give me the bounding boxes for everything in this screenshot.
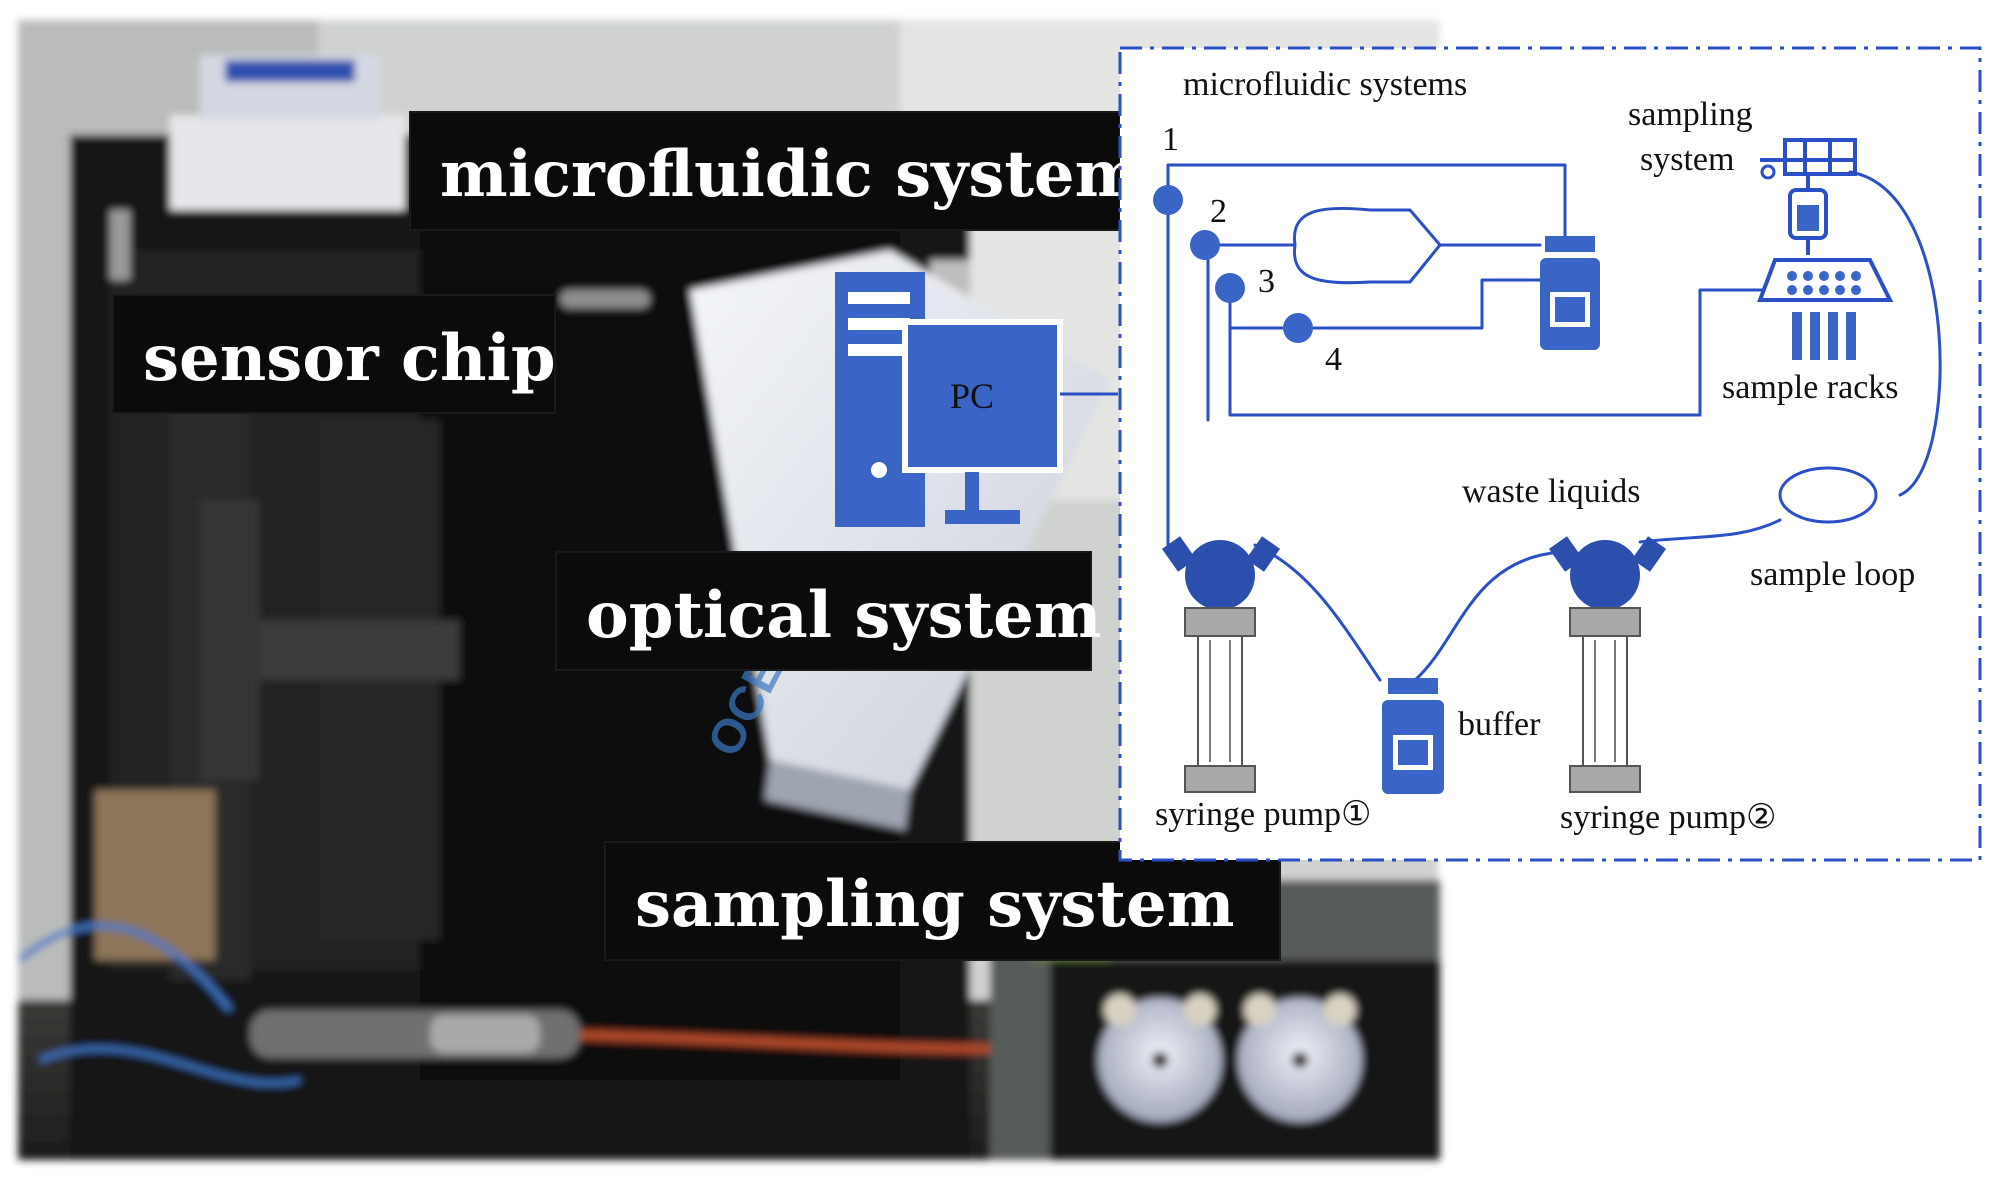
buffer-label: buffer	[1458, 706, 1541, 743]
schematic-panel: microfluidic systems	[1118, 46, 1982, 862]
schematic-title: microfluidic systems	[1183, 66, 1467, 103]
valve-1	[1153, 185, 1183, 215]
label-sensor-chip-text: sensor chip	[143, 321, 556, 396]
sampling-needle	[1760, 138, 1857, 255]
syringe-pump-1-label: syringe pump①	[1155, 796, 1372, 833]
syringe-pump-2-label: syringe pump②	[1560, 799, 1777, 836]
sample-rack	[1757, 258, 1894, 360]
label-sensor-chip: sensor chip	[112, 294, 556, 414]
syringe-pump-1	[1161, 536, 1281, 793]
sample-racks-label: sample racks	[1722, 369, 1899, 406]
valve-number-4: 4	[1325, 341, 1342, 378]
pc-icon: PC	[835, 272, 1118, 527]
label-sampling-text: sampling system	[635, 867, 1234, 942]
label-sampling-system: sampling system	[604, 841, 1281, 961]
label-microfluidic-text: microfluidic system	[440, 137, 1142, 212]
valve-4	[1283, 313, 1313, 343]
reagent-bottle	[1540, 236, 1600, 350]
label-optical-system: optical system	[555, 551, 1102, 671]
label-microfluidic-system: microfluidic system	[409, 111, 1142, 231]
sampling-system-label-2: system	[1640, 141, 1734, 178]
label-optical-text: optical system	[586, 578, 1102, 653]
valve-number-2: 2	[1210, 193, 1227, 230]
valve-number-1: 1	[1162, 121, 1179, 158]
tubing	[1166, 163, 1942, 682]
buffer-bottle	[1382, 678, 1444, 794]
valve-3	[1215, 273, 1245, 303]
waste-liquids-label: waste liquids	[1462, 473, 1640, 510]
sample-loop-label: sample loop	[1750, 556, 1915, 593]
valve-number-3: 3	[1258, 263, 1275, 300]
syringe-pump-2	[1548, 536, 1667, 793]
pc-label: PC	[950, 376, 994, 416]
valve-2	[1190, 230, 1220, 260]
sampling-system-label-1: sampling	[1628, 96, 1753, 133]
